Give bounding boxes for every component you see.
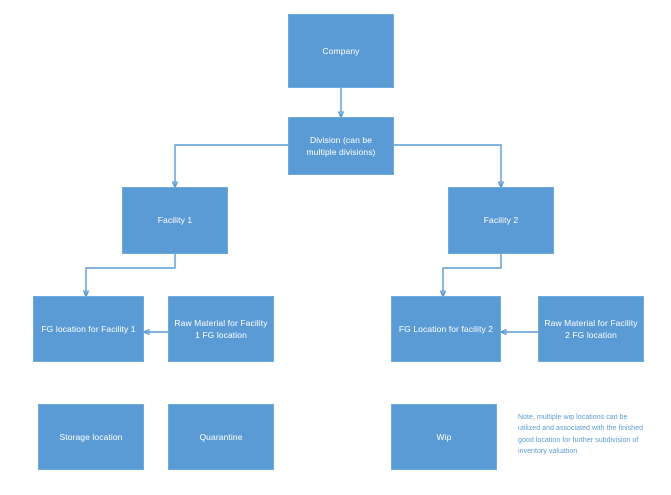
node-raw-material-facility-1-label: Raw Material for Facility 1 FG location [174,317,268,340]
node-wip-label: Wip [436,431,452,442]
node-facility-1-label: Facility 1 [157,215,193,226]
node-division-label: Division (can be multiple divisions) [306,134,376,157]
node-company-label: Company [322,45,360,56]
node-wip[interactable]: Wip [391,404,497,470]
node-fg-location-facility-1-label: FG location for Facility 1 [41,323,136,334]
node-facility-2[interactable]: Facility 2 [448,187,554,254]
node-facility-1[interactable]: Facility 1 [122,187,228,254]
wip-note-text: Note, multiple wip locations can be util… [518,414,644,455]
connector-division-to-facility-2 [394,144,501,187]
node-storage-location[interactable]: Storage location [38,404,144,470]
node-raw-material-facility-2[interactable]: Raw Material for Facility 2 FG location [538,296,644,362]
node-facility-2-label: Facility 2 [483,215,519,226]
node-raw-material-facility-2-label: Raw Material for Facility 2 FG location [544,317,638,340]
node-raw-material-facility-1[interactable]: Raw Material for Facility 1 FG location [168,296,274,362]
node-fg-location-facility-2[interactable]: FG Location for facility 2 [391,296,501,362]
connector-division-to-facility-1 [175,144,288,187]
node-fg-location-facility-2-label: FG Location for facility 2 [398,323,494,334]
connector-facility-1-to-fg-location-1 [86,254,176,296]
node-fg-location-facility-1[interactable]: FG location for Facility 1 [33,296,144,362]
node-division[interactable]: Division (can be multiple divisions) [288,117,394,175]
connector-facility-2-to-fg-location-2 [443,254,502,296]
node-storage-location-label: Storage location [59,431,123,442]
node-quarantine-label: Quarantine [199,431,243,442]
node-company[interactable]: Company [288,14,394,88]
node-quarantine[interactable]: Quarantine [168,404,274,470]
